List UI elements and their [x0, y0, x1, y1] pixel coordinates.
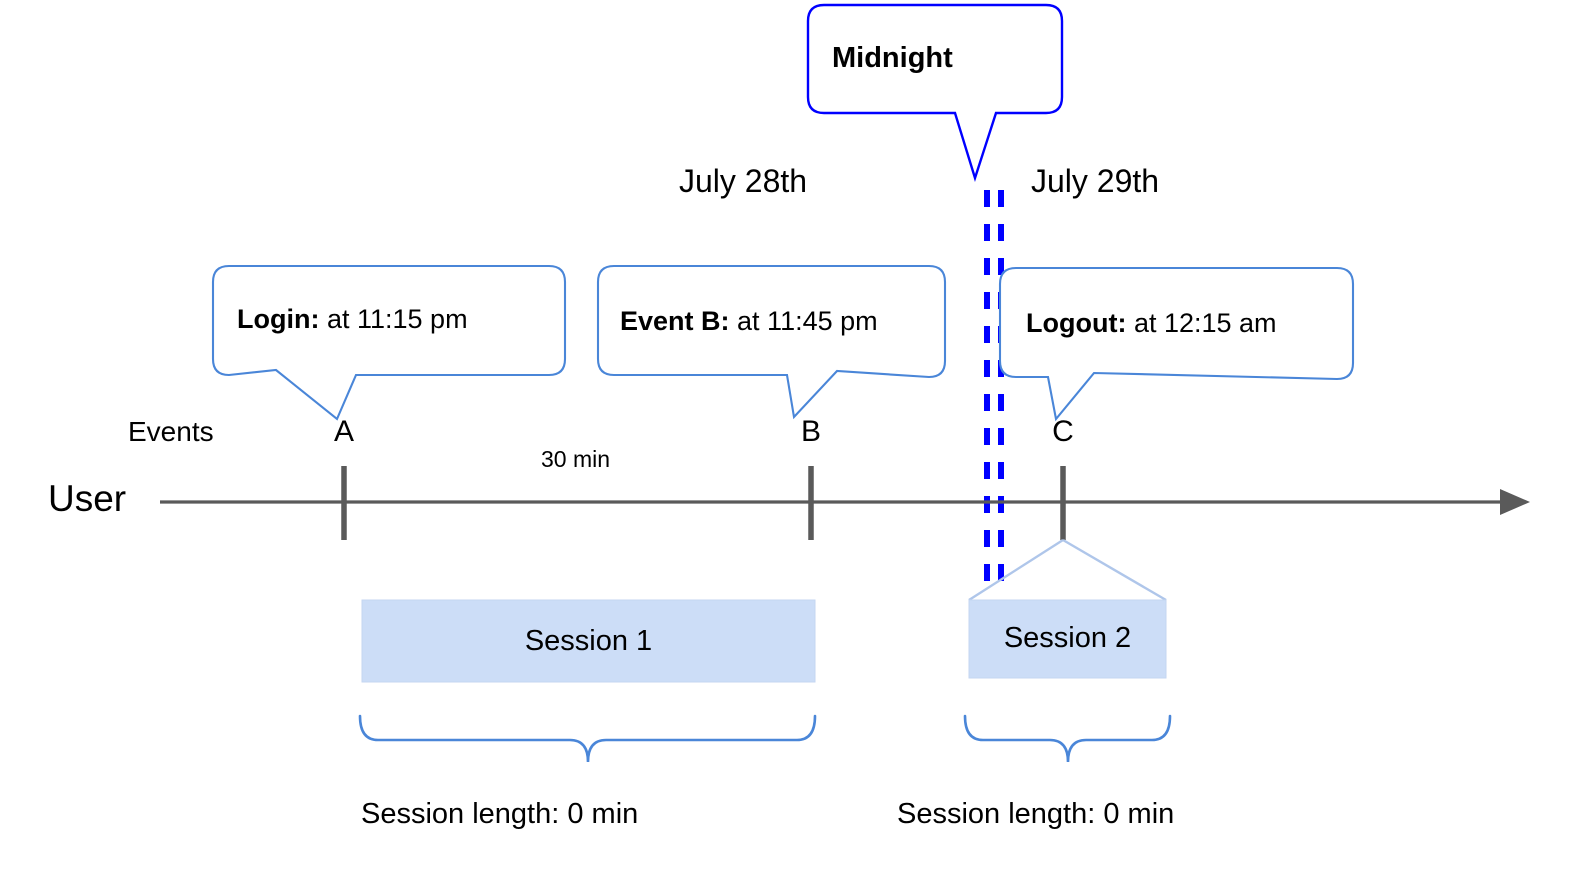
callout-logout-time: at 12:15 am — [1126, 308, 1277, 338]
callout-login-label: Login: at 11:15 pm — [237, 306, 468, 333]
session-2-box — [968, 599, 1167, 679]
callout-logout-label: Logout: at 12:15 am — [1026, 310, 1277, 337]
session-2-connector-left — [968, 538, 1064, 602]
callout-logout-title: Logout: — [1026, 308, 1127, 338]
date-label-july-29: July 29th — [1031, 163, 1160, 199]
marker-letter-a: A — [333, 415, 354, 448]
session-2-label: Session 2 — [1003, 622, 1132, 654]
session-1-label: Session 1 — [524, 625, 653, 657]
session-1-length-label: Session length: 0 min — [361, 798, 639, 830]
session-2-connector-right — [1062, 538, 1167, 602]
callout-event-b-shape — [596, 264, 947, 420]
marker-letter-b: B — [800, 415, 821, 448]
session-2-group — [968, 538, 1167, 679]
marker-letter-c: C — [1052, 415, 1074, 448]
gap-duration-label: 30 min — [541, 446, 611, 472]
callout-login-time: at 11:15 pm — [319, 304, 468, 334]
event-markers — [341, 466, 1066, 540]
callout-login-title: Login: — [237, 304, 320, 334]
callout-event-b-label: Event B: at 11:45 pm — [620, 308, 878, 335]
timeline-axis — [160, 489, 1530, 515]
session-1-brace — [358, 714, 817, 763]
callout-login-shape — [211, 264, 567, 421]
callout-logout-shape — [998, 266, 1355, 422]
callout-event-b-title: Event B: — [620, 306, 730, 336]
timeline-axis-arrowhead — [1500, 489, 1530, 515]
midnight-callout-shape — [806, 3, 1064, 182]
session-2-brace — [963, 714, 1172, 763]
user-row-label: User — [48, 478, 127, 519]
callout-event-b-time: at 11:45 pm — [729, 306, 878, 336]
session-2-length-label: Session length: 0 min — [897, 798, 1175, 830]
midnight-dashed-lines — [984, 190, 1004, 588]
date-label-july-28: July 28th — [679, 163, 808, 199]
midnight-callout-label: Midnight — [832, 42, 953, 74]
session-1-box — [361, 599, 816, 683]
events-row-label: Events — [128, 416, 214, 447]
